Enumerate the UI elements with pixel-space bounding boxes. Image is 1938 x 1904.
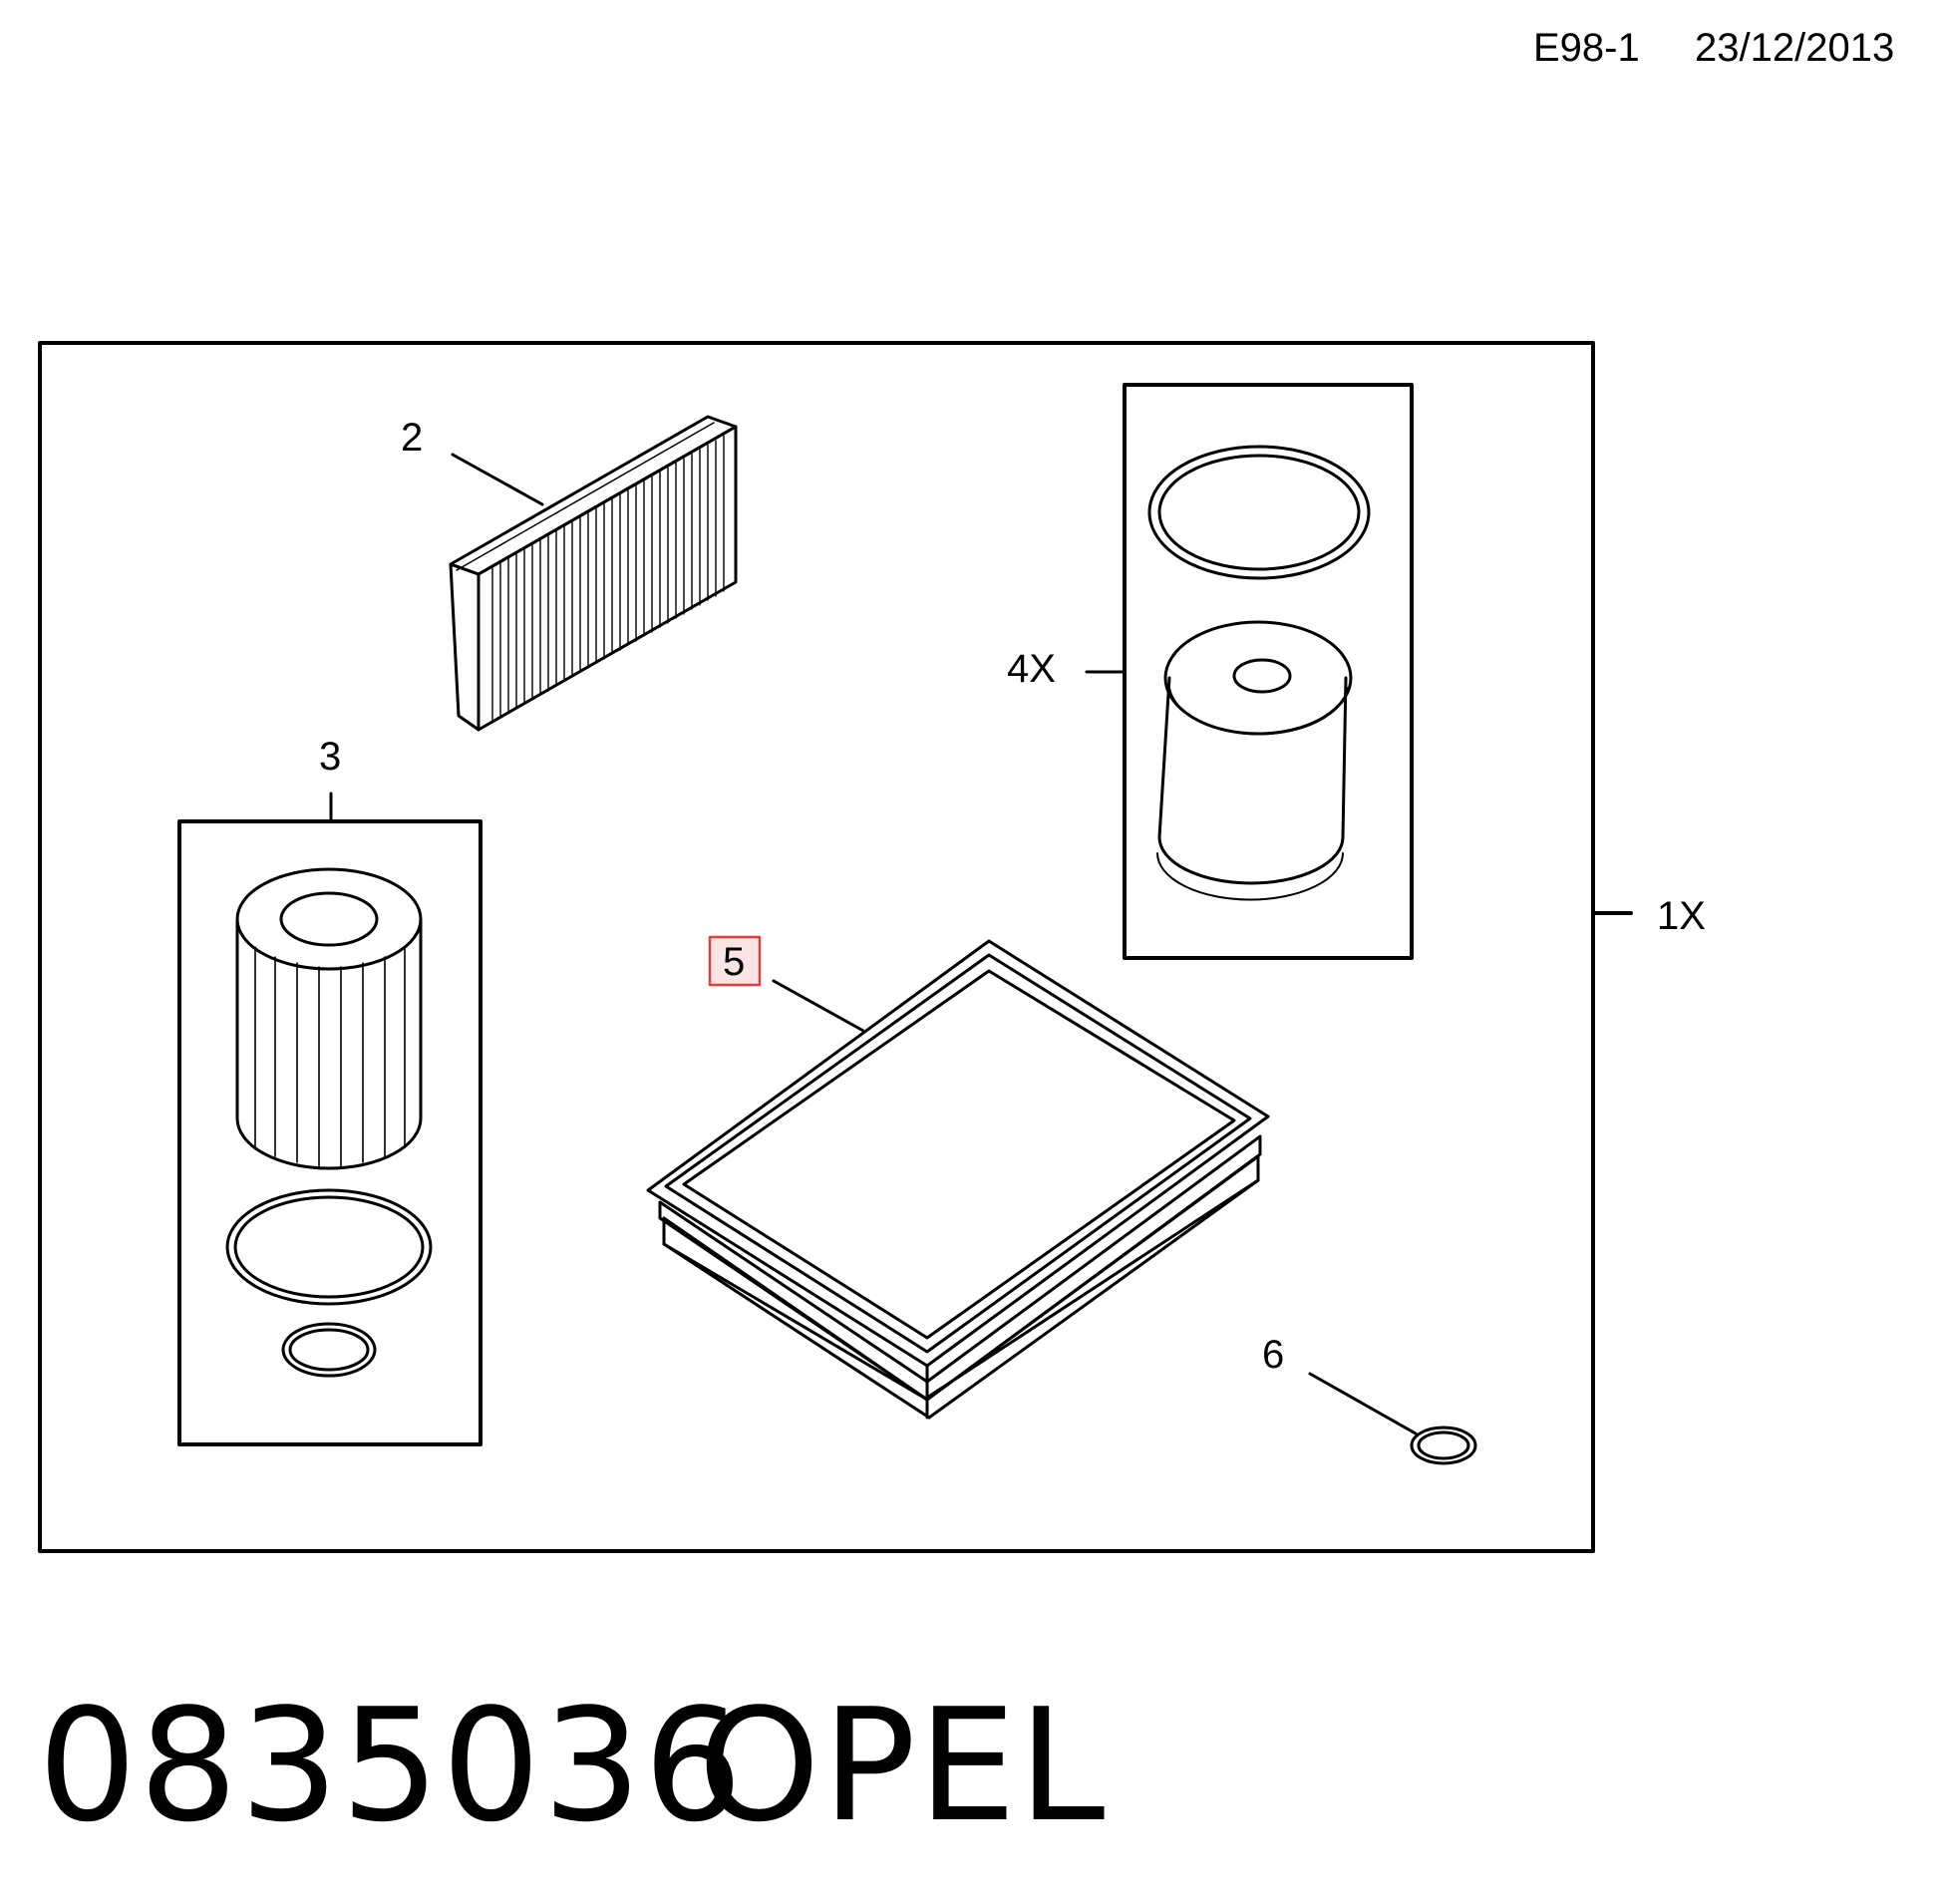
callout-4x[interactable]: 4X [1007, 647, 1056, 691]
kit-frame [38, 341, 1595, 1553]
cabin-filter-illustration[interactable] [449, 415, 738, 732]
fuel-filter-seal-ring[interactable] [1147, 445, 1371, 580]
seal-ring-leader [1308, 1372, 1418, 1435]
callout-5-highlight [708, 935, 762, 987]
header-reference: E98-1 [1533, 26, 1640, 70]
air-filter-illustration[interactable] [646, 939, 1270, 1420]
fuel-filter-element-illustration[interactable] [1156, 620, 1353, 901]
callout-2[interactable]: 2 [401, 416, 423, 460]
brand-name: OPEL [698, 1675, 1108, 1856]
callout-3[interactable]: 3 [319, 735, 341, 779]
oil-filter-element-illustration[interactable] [235, 867, 423, 1170]
seal-ring-illustration[interactable] [1410, 1426, 1477, 1465]
oil-filter-kit-box [177, 819, 483, 1446]
oil-filter-large-seal[interactable] [225, 1188, 433, 1306]
callout-6[interactable]: 6 [1262, 1333, 1284, 1377]
kit-qty-label[interactable]: 1X [1657, 894, 1706, 938]
callout-5[interactable]: 5 [723, 940, 745, 984]
fuel-filter-kit-box [1123, 383, 1414, 960]
oil-filter-small-seal[interactable] [281, 1322, 377, 1378]
air-filter-leader [772, 979, 865, 1033]
header-date: 23/12/2013 [1695, 26, 1895, 70]
part-number: 0835036 [38, 1675, 745, 1856]
cabin-filter-leader [451, 453, 544, 506]
